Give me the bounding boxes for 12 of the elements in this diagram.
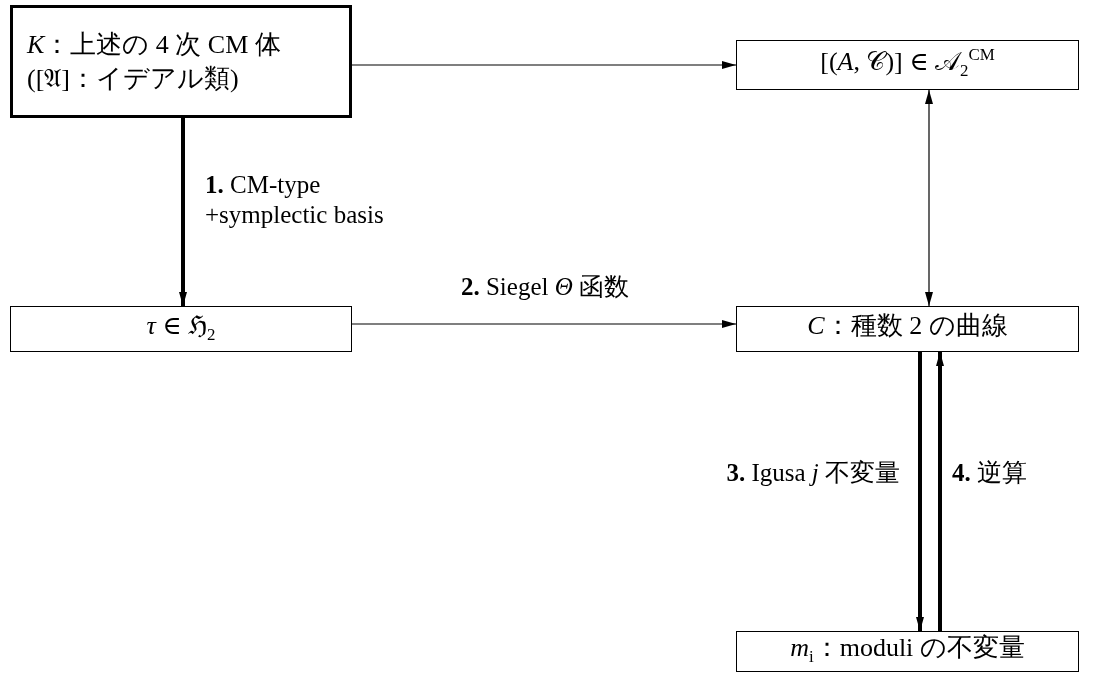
text-line: ([𝔄]：イデアル類) xyxy=(27,62,239,95)
arrow xyxy=(916,352,924,631)
arrow xyxy=(351,320,737,328)
arrow xyxy=(925,89,933,307)
arrow xyxy=(936,352,944,631)
arrow xyxy=(179,118,187,306)
text-box: τ ∈ ℌ$_{2}$ xyxy=(10,306,352,352)
text-box: C：種数 2 の曲線 xyxy=(736,306,1079,352)
text-box xyxy=(10,5,352,118)
text-line: K：上述の 4 次 CM 体 xyxy=(27,28,281,61)
text-box: m$_{i}$：moduli の不変量 xyxy=(736,631,1079,672)
arrow xyxy=(351,61,737,69)
